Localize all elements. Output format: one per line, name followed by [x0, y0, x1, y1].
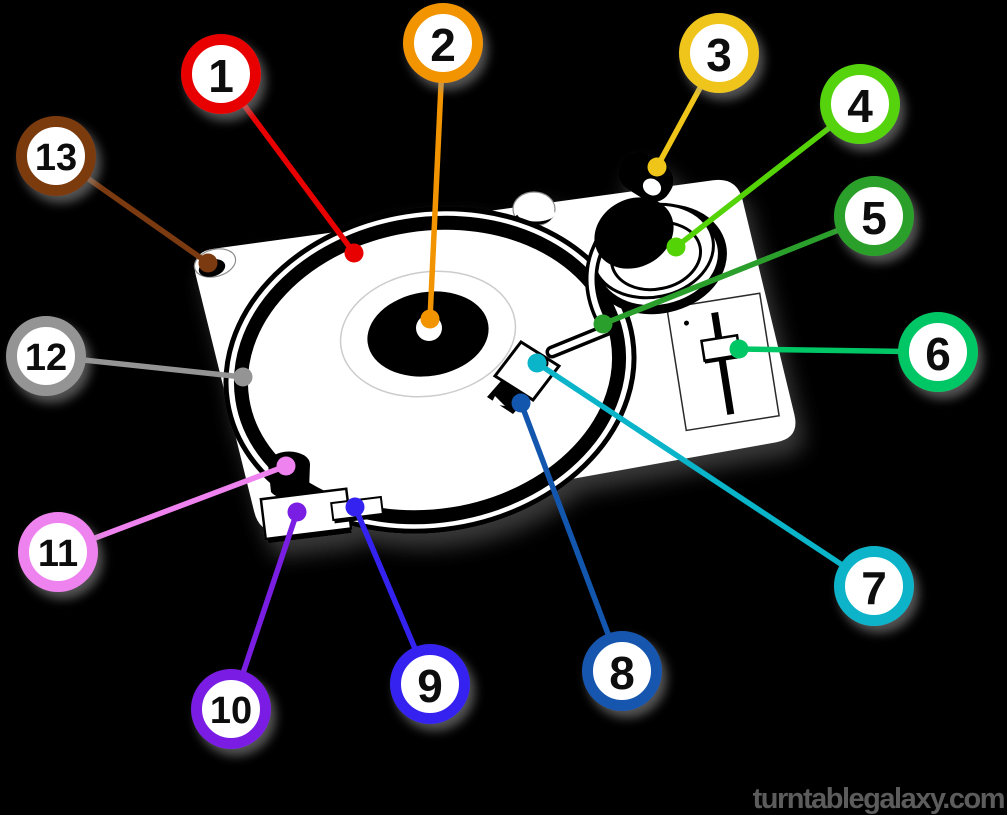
callout-badge-10[interactable]: 10: [191, 669, 271, 749]
callout-badge-7[interactable]: 7: [834, 546, 914, 626]
callout-number-1: 1: [208, 50, 234, 102]
callout-line-11: [55, 463, 289, 555]
stylus: [491, 396, 505, 406]
callout-number-7: 7: [861, 562, 887, 614]
callout-lines: [43, 40, 941, 712]
tonearm-bearing: [594, 197, 674, 269]
callout-badge-6[interactable]: 6: [898, 312, 978, 392]
callout-badge-9[interactable]: 9: [390, 644, 470, 724]
callout-number-4: 4: [847, 80, 873, 132]
callout-ring-6: [898, 312, 978, 392]
callout-ring-10: [191, 669, 271, 749]
callout-number-11: 11: [38, 533, 78, 575]
platter: [223, 206, 637, 534]
callout-badge-13[interactable]: 13: [16, 116, 96, 196]
callout-target-dot-11: [276, 456, 296, 476]
callout-number-6: 6: [925, 328, 951, 380]
callout-ring-11: [18, 512, 98, 592]
callout-ring-7: [834, 546, 914, 626]
callout-target-dot-8: [511, 393, 531, 413]
callout-ring-9: [390, 644, 470, 724]
turntable-illustration: [193, 152, 796, 544]
callout-badge-8[interactable]: 8: [582, 631, 662, 711]
watermark: turntablegalaxy.com: [752, 783, 1006, 815]
callout-number-9: 9: [417, 660, 443, 712]
callout-badge-5[interactable]: 5: [834, 176, 914, 256]
callout-ring-4: [820, 64, 900, 144]
callout-ring-12: [6, 316, 86, 396]
callout-badge-1[interactable]: 1: [181, 34, 261, 114]
callout-line-2: [427, 40, 446, 322]
callout-number-3: 3: [706, 29, 732, 81]
callout-number-12: 12: [25, 337, 67, 379]
callout-number-5: 5: [861, 192, 887, 244]
callout-line-5: [600, 213, 877, 327]
callout-number-2: 2: [430, 19, 456, 71]
callout-target-dot-2: [420, 309, 440, 329]
callout-badge-4[interactable]: 4: [820, 64, 900, 144]
callout-target-dot-9: [345, 497, 365, 517]
callout-line-7: [534, 360, 877, 589]
callout-ring-8: [582, 631, 662, 711]
pitch-fader: [666, 292, 780, 432]
callout-target-dot-5: [593, 314, 613, 334]
callout-ring-1: [181, 34, 261, 114]
callout-ring-13: [16, 116, 96, 196]
callout-target-dot-7: [527, 353, 547, 373]
pitch-zero-dot: [683, 320, 689, 326]
callout-ring-3: [679, 13, 759, 93]
callout-ring-2: [403, 3, 483, 83]
callout-target-dot-1: [344, 243, 364, 263]
callout-ring-5: [834, 176, 914, 256]
callout-line-8: [518, 400, 625, 674]
callout-target-dot-4: [666, 237, 686, 257]
callout-target-dot-10: [287, 502, 307, 522]
callout-target-dot-6: [729, 339, 749, 359]
callout-badge-11[interactable]: 11: [18, 512, 98, 592]
callout-badge-3[interactable]: 3: [679, 13, 759, 93]
callout-number-13: 13: [35, 137, 77, 179]
callout-target-dot-13: [198, 253, 218, 273]
callout-target-dot-12: [233, 367, 253, 387]
callout-target-dot-3: [647, 157, 667, 177]
callout-badge-2[interactable]: 2: [403, 3, 483, 83]
callout-number-10: 10: [210, 690, 252, 732]
callout-badge-12[interactable]: 12: [6, 316, 86, 396]
callout-number-8: 8: [609, 647, 635, 699]
